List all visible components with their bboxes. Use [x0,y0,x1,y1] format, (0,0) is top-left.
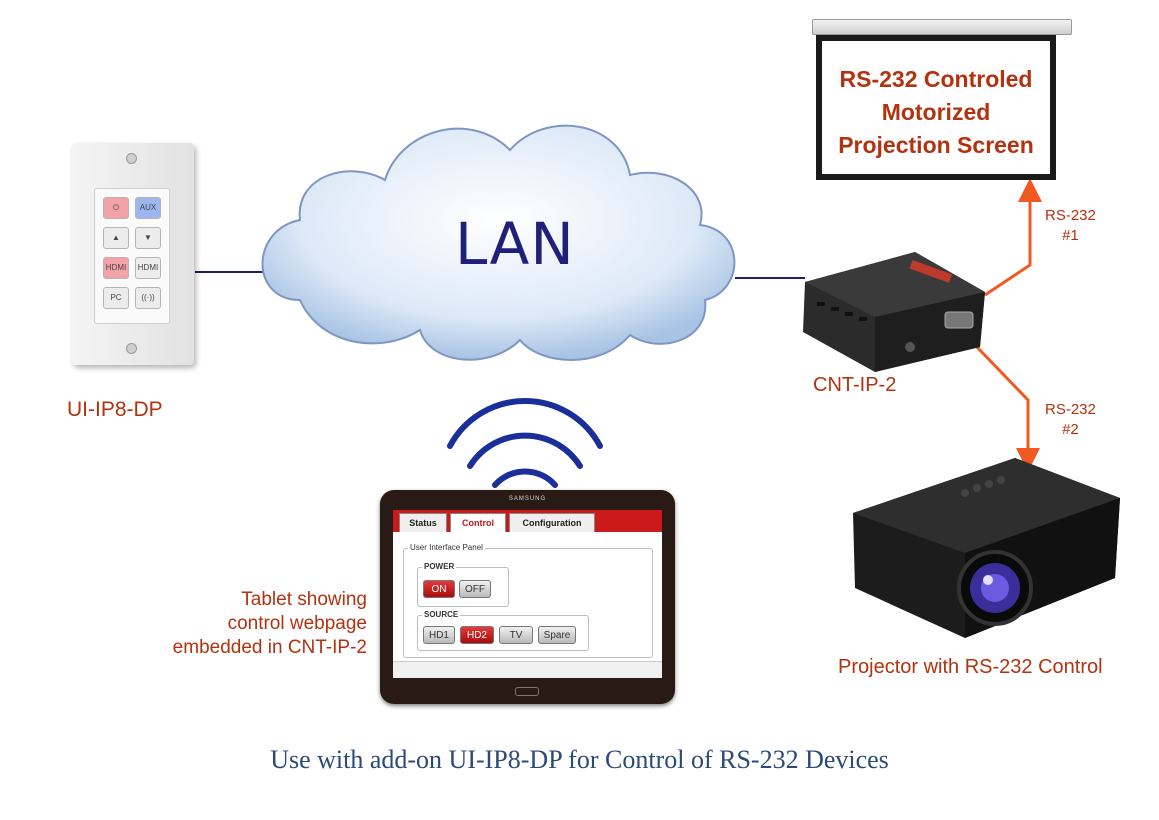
tablet-device: SAMSUNG Status Control Configuration Use… [380,490,675,704]
cnt-ip-2-device [803,252,985,372]
screen-text-line-1: RS-232 Controled [839,66,1033,92]
tablet-label-line-3: embedded in CNT-IP-2 [172,637,367,658]
rs232-link-2-label: RS-232 #2 [1045,400,1096,440]
tablet-status-bar [393,661,662,678]
tablet-label-line-1: Tablet showing [241,589,367,610]
rs232-link-1-line [984,178,1042,297]
screw-icon [126,343,137,354]
power-on-button[interactable]: ON [423,580,455,598]
projector-device [853,458,1120,638]
source-hd2-button[interactable]: HD2 [460,626,494,644]
tab-control[interactable]: Control [450,513,506,532]
source-legend: SOURCE [422,610,461,619]
wall-plate-ui-ip8-dp: ⏻ AUX ▲ ▼ HDMI HDMI PC ((·)) [72,143,194,365]
power-legend: POWER [422,562,457,571]
diagram-caption: Use with add-on UI-IP8-DP for Control of… [270,745,889,774]
projection-screen-text: RS-232 Controled Motorized Projection Sc… [822,63,1050,162]
source-spare-button[interactable]: Spare [538,626,576,644]
power-group: POWER ON OFF [417,562,509,607]
tab-status[interactable]: Status [399,513,447,532]
hdmi2-key[interactable]: HDMI [135,257,161,279]
user-interface-panel: User Interface Panel POWER ON OFF SOURCE… [403,543,653,658]
rs232-1-text: RS-232 [1045,207,1096,224]
up-key-icon[interactable]: ▲ [103,227,129,249]
rs232-2-number: #2 [1062,421,1079,438]
cnt-ip-2-label: CNT-IP-2 [813,374,897,396]
tab-configuration[interactable]: Configuration [509,513,595,532]
projection-screen: RS-232 Controled Motorized Projection Sc… [816,35,1056,180]
aux-key[interactable]: AUX [135,197,161,219]
rs232-link-2-line [973,343,1040,472]
power-key-icon[interactable]: ⏻ [103,197,129,219]
tablet-label-line-2: control webpage [227,613,367,634]
screen-text-line-2: Motorized [881,99,991,125]
source-hd1-button[interactable]: HD1 [423,626,455,644]
pc-key[interactable]: PC [103,287,129,309]
rs232-1-number: #1 [1062,227,1079,244]
panel-title: User Interface Panel [408,543,485,552]
screw-icon [126,153,137,164]
lan-label: LAN [455,210,575,278]
wifi-key-icon[interactable]: ((·)) [135,287,161,309]
keypad: ⏻ AUX ▲ ▼ HDMI HDMI PC ((·)) [94,188,170,324]
wifi-signal-icon [447,398,603,488]
screen-housing [812,19,1072,35]
rs232-2-text: RS-232 [1045,401,1096,418]
hdmi1-key[interactable]: HDMI [103,257,129,279]
tablet-display: Status Control Configuration User Interf… [393,510,662,678]
projector-label: Projector with RS-232 Control [838,656,1103,678]
down-key-icon[interactable]: ▼ [135,227,161,249]
tablet-brand: SAMSUNG [508,496,547,502]
screen-text-line-3: Projection Screen [838,132,1034,158]
tablet-label: Tablet showing control webpage embedded … [125,588,367,660]
source-tv-button[interactable]: TV [499,626,533,644]
tablet-home-button[interactable] [515,687,539,696]
lan-cloud [261,124,736,361]
ui-ip8-dp-label: UI-IP8-DP [67,398,163,421]
source-group: SOURCE HD1 HD2 TV Spare [417,610,589,651]
rs232-link-1-label: RS-232 #1 [1045,206,1096,246]
power-off-button[interactable]: OFF [459,580,491,598]
